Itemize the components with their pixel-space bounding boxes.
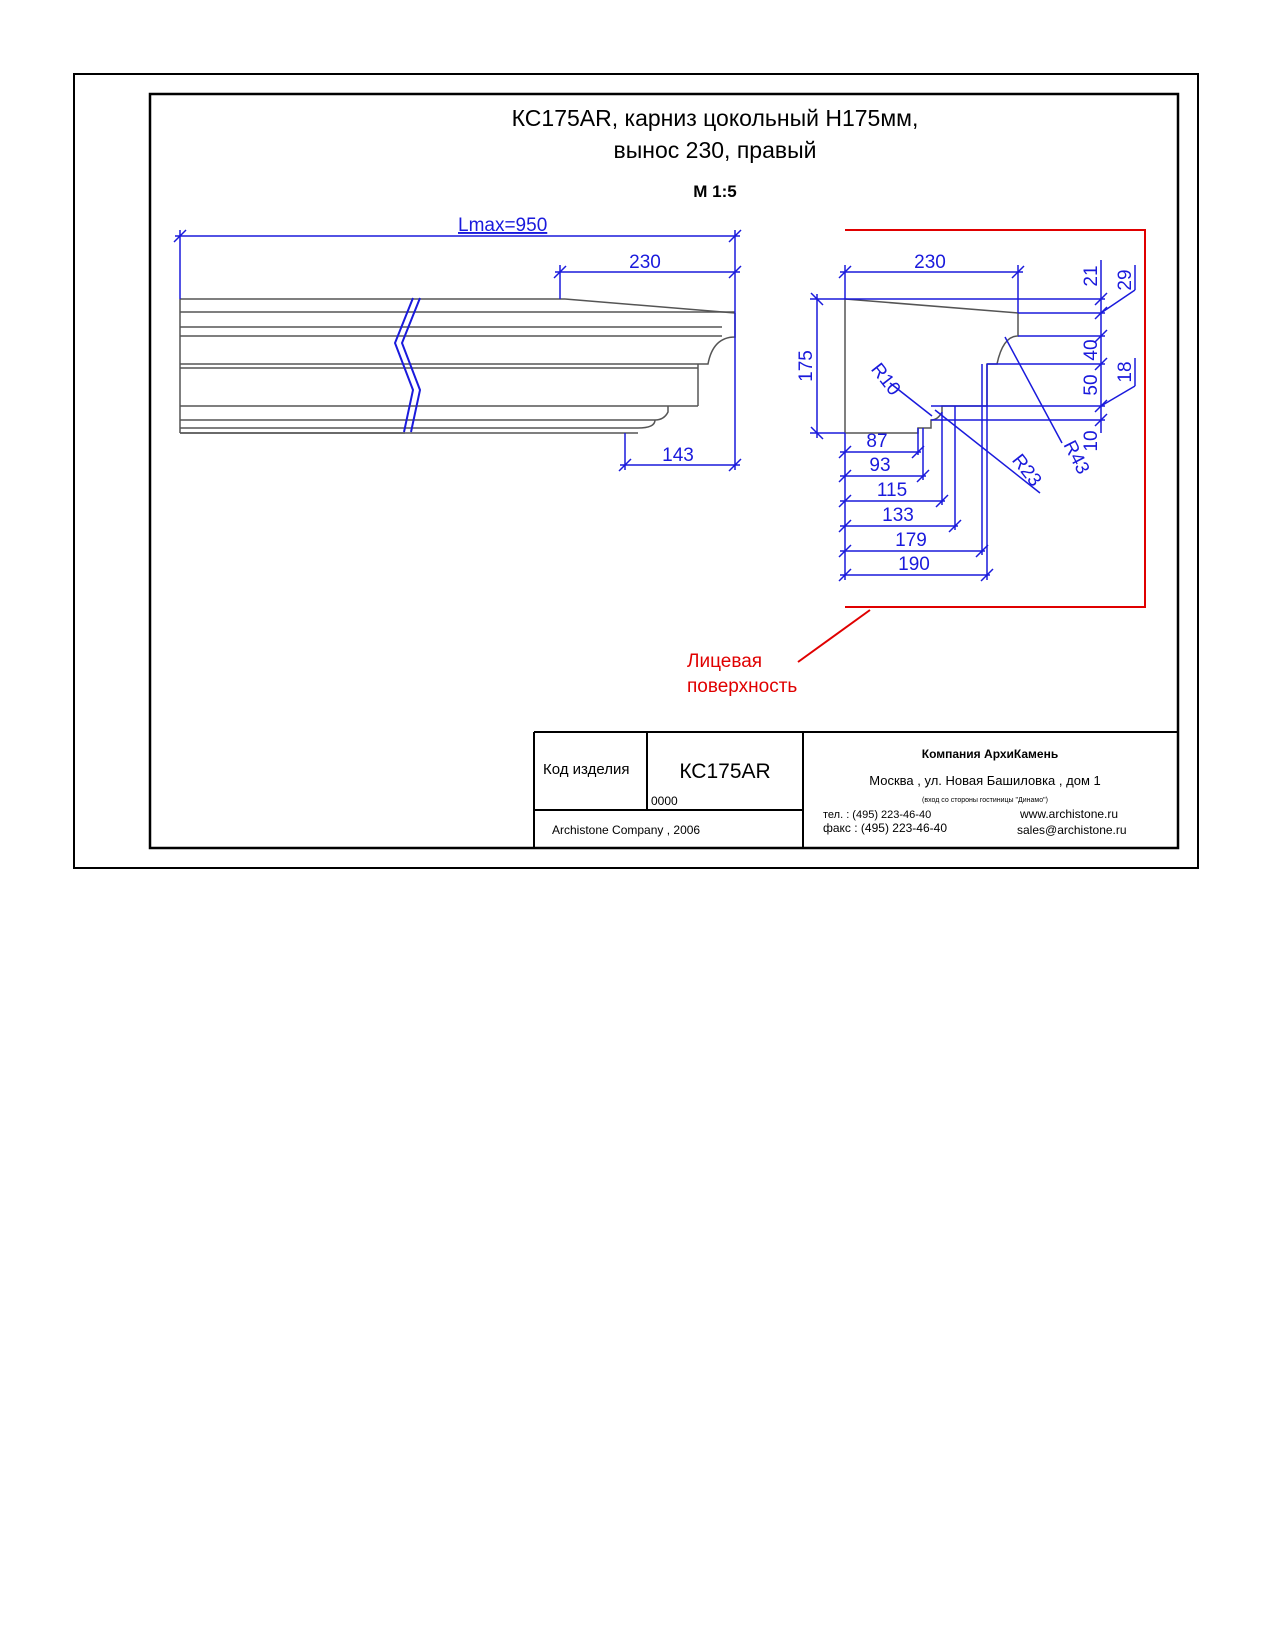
face-surface-line xyxy=(845,229,1146,608)
face-leader-line xyxy=(797,609,871,663)
right-dimension-40: 40 xyxy=(1081,339,1102,360)
right-dimension-10: 10 xyxy=(1081,430,1102,451)
inner-frame xyxy=(148,92,1180,850)
product-code-label: Код изделия xyxy=(543,761,629,778)
bottom-dimension-87: 87 xyxy=(866,431,887,452)
face-surface-label-line1: Лицевая xyxy=(687,651,762,672)
front-bottom-dimension: 143 xyxy=(662,445,694,466)
company-fax: факс : (495) 223-46-40 xyxy=(823,821,947,835)
section-width-dimension: 230 xyxy=(914,252,946,273)
drawing-scale: М 1:5 xyxy=(693,182,736,201)
copyright-text: Archistone Company , 2006 xyxy=(552,823,700,837)
front-view xyxy=(179,297,736,434)
drawing-title-line1: КС175АR, карниз цокольный Н175мм, xyxy=(512,105,919,131)
right-dimension-18: 18 xyxy=(1115,361,1136,382)
radius-r10: R10 xyxy=(866,359,904,399)
right-dimension-29: 29 xyxy=(1115,269,1136,290)
company-email[interactable]: sales@archistone.ru xyxy=(1017,823,1127,837)
company-website[interactable]: www.archistone.ru xyxy=(1019,807,1118,821)
radius-r23: R23 xyxy=(1007,450,1045,490)
front-dimensions xyxy=(173,229,742,472)
title-block xyxy=(533,731,1178,848)
drawing-number: 0000 xyxy=(651,794,678,808)
length-dimension: Lmax=950 xyxy=(458,215,547,236)
drawing-title-line2: вынос 230, правый xyxy=(614,137,817,163)
bottom-dimension-133: 133 xyxy=(882,505,914,526)
bottom-dimension-93: 93 xyxy=(869,455,890,476)
front-top-dimension: 230 xyxy=(629,252,661,273)
section-dimensions xyxy=(810,260,1136,582)
section-profile xyxy=(844,298,1019,434)
outer-frame xyxy=(73,73,1199,869)
section-height-dimension: 175 xyxy=(796,350,817,382)
face-surface-label-line2: поверхность xyxy=(687,676,797,697)
company-name: Компания АрхиКамень xyxy=(922,747,1058,761)
right-dimension-50: 50 xyxy=(1081,374,1102,395)
bottom-dimension-115: 115 xyxy=(877,480,907,501)
bottom-dimension-190: 190 xyxy=(898,554,930,575)
company-address-note: (вход со стороны гостиницы "Динамо") xyxy=(922,797,1048,804)
company-address: Москва , ул. Новая Башиловка , дом 1 xyxy=(869,773,1100,788)
company-phone: тел. : (495) 223-46-40 xyxy=(823,809,931,821)
bottom-dimension-179: 179 xyxy=(895,530,927,551)
product-code-value: КС175АR xyxy=(679,760,770,783)
right-dimension-21: 21 xyxy=(1081,265,1102,286)
